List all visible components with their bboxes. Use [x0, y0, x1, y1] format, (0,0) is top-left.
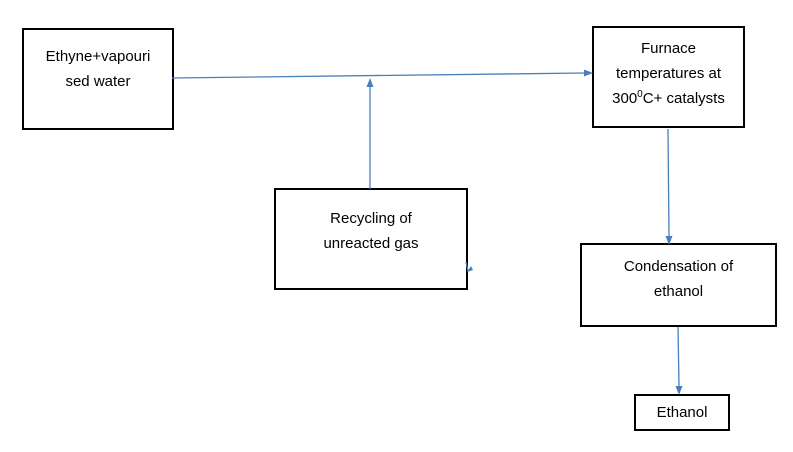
node-label-line: Furnace: [640, 40, 697, 57]
edge-recycle-to-feed-line: [366, 78, 374, 189]
node-label-line: Ethyne+vapouri: [45, 48, 151, 65]
node-label-line: Condensation of: [623, 258, 734, 275]
edge-furnace-to-condensation: [665, 128, 673, 245]
temperature-value: 300: [612, 90, 638, 107]
edge-condensation-to-ethanol: [675, 326, 683, 395]
node-ethanol: Ethanol: [634, 394, 730, 431]
node-label-line: sed water: [65, 73, 131, 90]
node-label-line-temperature: 3000C+ catalysts: [594, 86, 743, 111]
node-label-line: Ethanol: [656, 404, 708, 421]
catalyst-text: C+ catalysts: [642, 90, 725, 107]
node-recycling-unreacted-gas: Recycling of unreacted gas: [274, 188, 468, 290]
node-furnace: Furnace temperatures at 3000C+ catalysts: [592, 26, 745, 128]
node-label-line: unreacted gas: [323, 235, 419, 252]
arrow-head-icon: [366, 78, 374, 87]
node-label-line: Recycling of: [330, 210, 412, 227]
degree-superscript: 0: [637, 89, 643, 100]
node-condensation-of-ethanol: Condensation of ethanol: [580, 243, 777, 327]
node-label-line: temperatures at: [615, 65, 722, 82]
node-label-line: ethanol: [653, 283, 704, 300]
edge-line: [171, 72, 586, 79]
node-ethyne-vapourised-water: Ethyne+vapouri sed water: [22, 28, 174, 130]
edge-ethyne-to-furnace: [171, 69, 593, 79]
edge-line: [677, 326, 680, 387]
edge-line: [667, 128, 670, 237]
